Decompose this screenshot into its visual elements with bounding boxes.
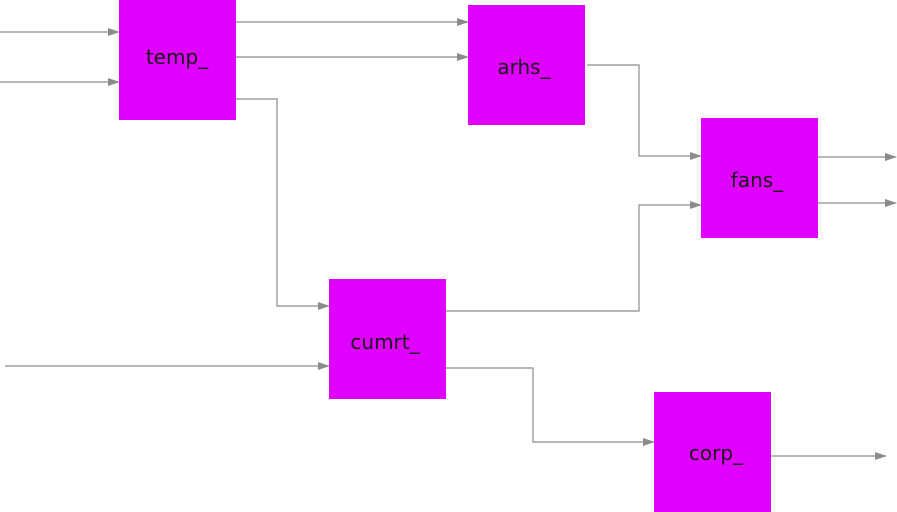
block-corp-label: corp_ [689, 441, 744, 465]
block-temp-label: temp_ [146, 45, 209, 69]
block-arhs[interactable]: arhs_ [468, 5, 585, 125]
block-arhs-label: arhs_ [497, 55, 551, 79]
block-cumrt-body[interactable] [329, 279, 446, 399]
block-cumrt[interactable]: cumrt_ [329, 279, 446, 399]
wires [0, 18, 897, 460]
wire-arhs-to-fans [587, 64, 702, 160]
block-corp-body[interactable] [654, 392, 771, 512]
block-fans[interactable]: fans_ [701, 118, 818, 238]
block-fans-label: fans_ [731, 168, 784, 192]
block-temp-body[interactable] [119, 0, 236, 120]
block-fans-body[interactable] [701, 118, 818, 238]
wire-cumrt-to-corp [446, 367, 655, 446]
block-temp[interactable]: temp_ [119, 0, 236, 120]
block-arhs-body[interactable] [468, 5, 585, 125]
block-cumrt-label: cumrt_ [350, 330, 420, 354]
wire-cumrt-to-fans [446, 201, 702, 312]
wire-temp-to-cumrt [236, 98, 330, 310]
block-corp[interactable]: corp_ [654, 392, 771, 512]
